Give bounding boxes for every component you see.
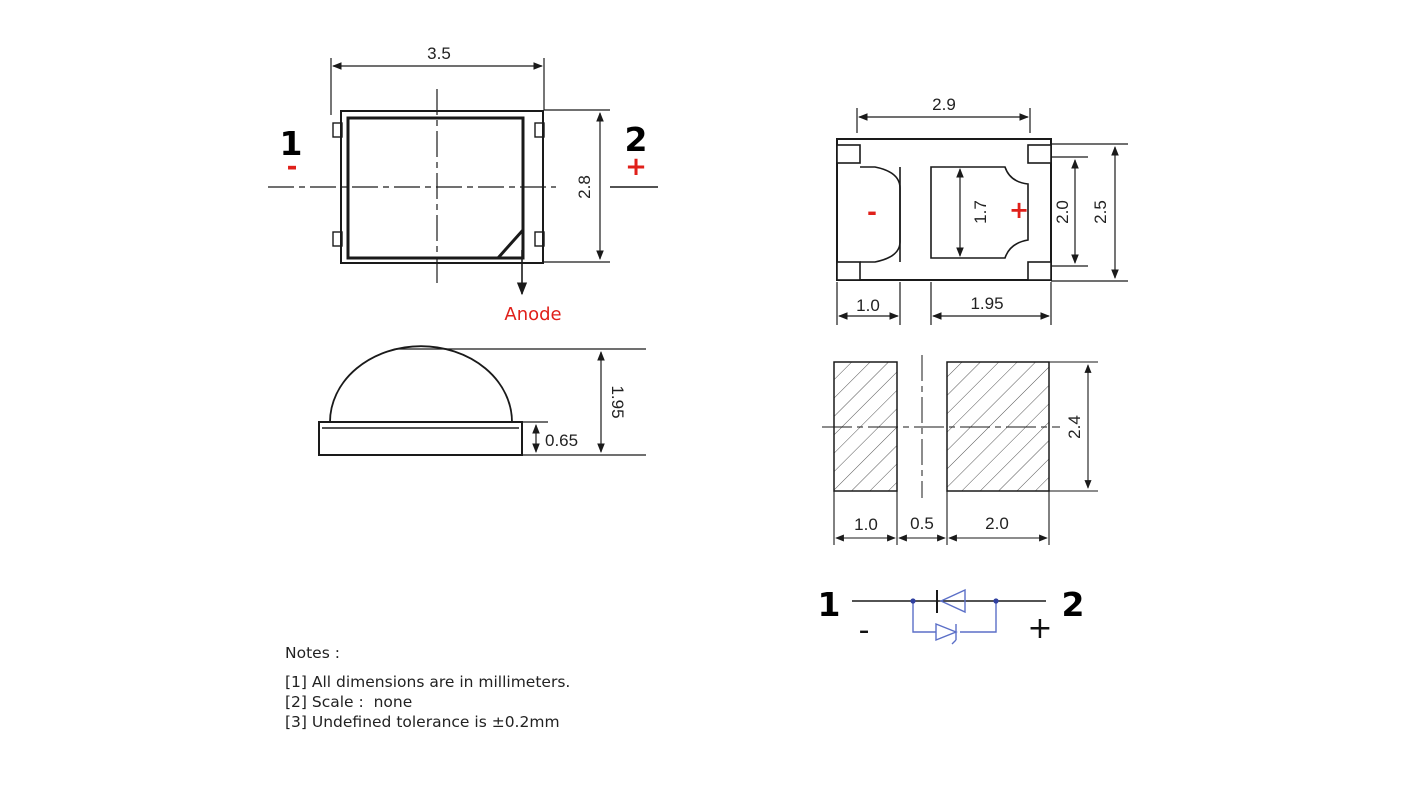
bottom-left-width-dim: 1.0: [856, 296, 880, 315]
bottom-plus-sign: +: [1009, 196, 1029, 224]
outer-height-dim: 2.5: [1091, 200, 1110, 224]
schematic-pin1-label: 1: [818, 585, 841, 624]
schematic-pin1-sign: -: [859, 613, 870, 648]
side-view: [318, 345, 646, 456]
bottom-width-dim: 2.9: [932, 95, 956, 114]
side-base-height-dim: 0.65: [545, 431, 578, 450]
pad-height-dim: 1.7: [971, 200, 990, 224]
top-pin2-label: 2: [625, 120, 648, 159]
land-pattern: [822, 355, 1098, 545]
notes-title: Notes :: [285, 644, 340, 662]
land-height-dim: 2.4: [1065, 415, 1084, 439]
note-item-1: [1] All dimensions are in millimeters.: [285, 673, 571, 691]
top-height-dim: 2.8: [575, 175, 594, 199]
led-diode-icon: [939, 588, 966, 614]
land-left-pad-dim: 1.0: [854, 515, 878, 534]
bottom-view: [836, 108, 1128, 325]
top-pin2-sign: +: [625, 152, 647, 182]
note-item-3: [3] Undefined tolerance is ±0.2mm: [285, 713, 560, 731]
bottom-right-width-dim: 1.95: [970, 294, 1003, 313]
schematic-symbol: [852, 588, 1046, 645]
schematic-pin2-sign: +: [1027, 611, 1052, 646]
schematic-pin2-label: 2: [1062, 585, 1085, 624]
top-pin1-sign: -: [287, 152, 298, 182]
land-right-pad-dim: 2.0: [985, 514, 1009, 533]
top-view: [268, 58, 658, 296]
tvs-diode-icon: [912, 601, 997, 645]
anode-label: Anode: [504, 304, 561, 325]
notes-section: Notes : [1] All dimensions are in millim…: [285, 643, 570, 732]
inner-height-dim: 2.0: [1053, 200, 1072, 224]
bottom-minus-sign: -: [867, 198, 877, 226]
note-item-2: [2] Scale : none: [285, 693, 413, 711]
land-gap-dim: 0.5: [910, 514, 934, 533]
top-pin1-label: 1: [280, 124, 303, 163]
top-width-dim: 3.5: [427, 44, 451, 63]
side-total-height-dim: 1.95: [608, 385, 627, 418]
